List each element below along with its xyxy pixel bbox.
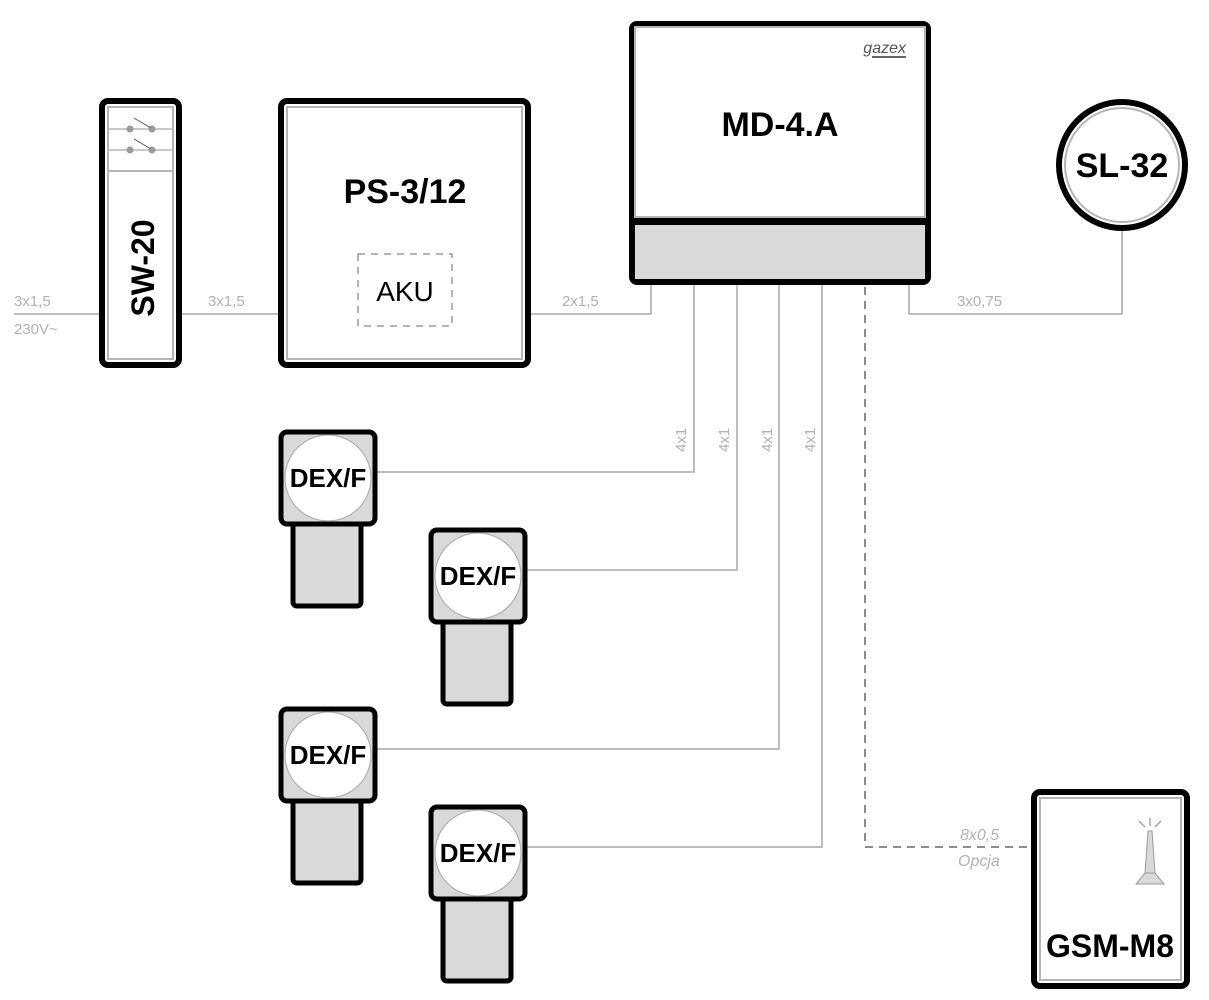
detector-dex-2[interactable]: DEX/F [428,527,528,707]
md-display-panel [634,26,926,218]
brand-logo: gazex [863,40,907,57]
device-sw-20[interactable]: SW-20 [99,98,182,368]
device-md-4a[interactable]: MD-4.A gazex [629,21,931,285]
wire-md-to-dex-4 [525,285,823,848]
cable-label-dex-1: 4x1 [673,428,690,452]
md-terminal-strip [635,225,925,279]
sl-32-housing [1056,99,1188,231]
battery-compartment [357,253,453,327]
wire-md-to-sl [908,228,1123,315]
cable-label-dex-2: 4x1 [716,428,733,452]
cable-label-gsm-spec: 8x0,5 [960,827,999,844]
ps-inner-frame [286,106,523,360]
sl-32-label: SL-32 [1076,147,1169,185]
device-ps-3-12[interactable]: PS-3/12 AKU [278,98,531,368]
detector-dex-3[interactable]: DEX/F [278,706,378,886]
cable-label-dex-4: 4x1 [802,428,819,452]
detector-dex-4[interactable]: DEX/F [428,804,528,984]
cable-label-gsm-note: Opcja [958,853,1000,870]
cable-label-mains-spec: 3x1,5 [14,293,51,310]
ps-label: PS-3/12 [344,173,467,211]
sw-20-housing [99,98,182,368]
antenna-icon [1134,818,1166,885]
dex-label: DEX/F [440,838,517,868]
switch-icon [108,117,173,154]
sw-20-label: SW-20 [125,219,161,316]
wire-md-to-gsm-optional [864,287,1033,848]
wire-ps-to-md [528,285,652,315]
gsm-inner-frame [1039,797,1182,981]
battery-label: AKU [376,276,434,307]
wires [14,228,1123,848]
ps-housing [278,98,531,368]
cable-label-dex-3: 4x1 [759,428,776,452]
dex-label: DEX/F [290,740,367,770]
device-gsm-m8[interactable]: GSM-M8 [1031,789,1190,989]
dex-label: DEX/F [440,561,517,591]
dex-label: DEX/F [290,463,367,493]
cable-label-mains-voltage: 230V~ [14,321,58,338]
cable-label-md-to-sl: 3x0,75 [957,293,1002,310]
md-label: MD-4.A [721,106,838,144]
sw-20-inner-frame [107,106,174,360]
wire-md-to-dex-3 [376,285,780,750]
cable-label-sw-to-ps: 3x1,5 [208,293,245,310]
wire-md-to-dex-1 [376,285,695,473]
cable-label-ps-to-md: 2x1,5 [562,293,599,310]
cable-labels: 3x1,5 230V~ 3x1,5 2x1,5 3x0,75 4x1 4x1 4… [14,293,1002,870]
gsm-label: GSM-M8 [1046,928,1174,964]
wire-md-to-dex-2 [525,285,738,571]
detector-dex-1[interactable]: DEX/F [278,429,378,609]
device-sl-32[interactable]: SL-32 [1056,99,1188,231]
